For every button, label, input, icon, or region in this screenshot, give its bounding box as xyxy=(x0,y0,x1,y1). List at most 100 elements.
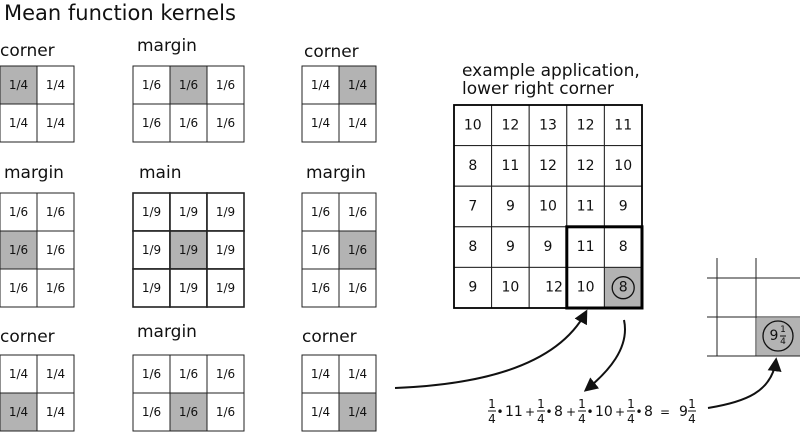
example-value: 7 xyxy=(468,199,477,215)
kernel-weight: 1/4 xyxy=(311,405,330,419)
kernel-weight: 1/6 xyxy=(142,78,161,92)
example-value: 9 xyxy=(506,199,515,215)
kernel-weight: 1/6 xyxy=(348,281,367,295)
arrow-to-result xyxy=(707,357,782,409)
example-value: 13 xyxy=(539,117,557,133)
kernel-label: main xyxy=(139,163,181,183)
example-value: 12 xyxy=(577,117,595,133)
kernel-label: margin xyxy=(137,322,197,342)
example-value: 9 xyxy=(468,280,477,296)
example-value: 12 xyxy=(545,280,563,296)
plus-sign: + xyxy=(525,405,535,419)
kernel-weight: 1/6 xyxy=(179,405,198,419)
example-cell xyxy=(528,145,568,187)
plus-sign: + xyxy=(566,405,576,419)
kernel-cell xyxy=(36,230,75,270)
example-cell xyxy=(491,145,530,187)
kernel-weight: 1/6 xyxy=(311,205,330,219)
example-cell xyxy=(603,104,643,147)
example-value: 10 xyxy=(501,280,519,296)
kernel-weight: 1/6 xyxy=(142,405,161,419)
fraction-denominator: 4 xyxy=(537,412,545,426)
example-cell xyxy=(491,226,530,268)
kernel-weight: 1/4 xyxy=(311,116,330,130)
kernel-weight: 1/6 xyxy=(179,367,198,381)
kernel-cell xyxy=(36,103,75,143)
kernel-weight: 1/6 xyxy=(9,205,28,219)
kernel-weight: 1/4 xyxy=(311,367,330,381)
kernel-label: corner xyxy=(0,41,55,61)
kernel-weight: 1/4 xyxy=(311,78,330,92)
kernel-cell xyxy=(301,230,340,270)
example-cell xyxy=(528,226,568,268)
kernel-weight: 1/6 xyxy=(142,116,161,130)
kernel-weight: 1/6 xyxy=(216,367,235,381)
example-value: 12 xyxy=(501,117,519,133)
kernel-weight: 1/6 xyxy=(46,243,65,257)
kernel-label: margin xyxy=(4,163,64,183)
example-caption-line2: lower right corner xyxy=(462,79,614,99)
fraction-numerator: 1 xyxy=(488,397,496,411)
fraction-numerator: 1 xyxy=(688,397,696,411)
kernel-cell xyxy=(169,103,208,143)
fraction-numerator: 1 xyxy=(578,397,586,411)
kernel-weight: 1/9 xyxy=(179,205,198,219)
kernel-weight: 1/9 xyxy=(216,205,235,219)
example-value: 11 xyxy=(501,158,519,174)
example-cell xyxy=(566,226,605,268)
kernel-cell xyxy=(206,268,245,308)
kernel-cell xyxy=(206,103,245,143)
plus-sign: + xyxy=(615,405,625,419)
fraction-denominator: 4 xyxy=(578,412,586,426)
kernel-weight: 1/4 xyxy=(46,367,65,381)
kernel-weight: 1/6 xyxy=(216,116,235,130)
kernel-cell xyxy=(338,268,377,308)
example-value: 10 xyxy=(614,158,632,174)
example-cell xyxy=(491,104,530,147)
kernel-weight: 1/9 xyxy=(142,205,161,219)
formula-value: 8 xyxy=(554,404,563,420)
example-value: 9 xyxy=(506,239,515,255)
kernel-weight: 1/6 xyxy=(46,205,65,219)
example-cell xyxy=(453,185,493,228)
kernel-cell xyxy=(0,268,38,308)
example-cell xyxy=(453,266,493,309)
kernel-cell xyxy=(338,103,377,143)
zoom-result-den: 4 xyxy=(780,337,786,347)
multiply-dot: • xyxy=(545,405,552,419)
fraction-numerator: 1 xyxy=(537,397,545,411)
example-caption-line1: example application, xyxy=(462,61,640,81)
kernel-cell xyxy=(169,268,208,308)
kernel-weight: 1/4 xyxy=(348,405,367,419)
kernel-weight: 1/6 xyxy=(9,243,28,257)
example-value: 11 xyxy=(577,199,595,215)
kernel-center-cell xyxy=(338,65,377,105)
example-cell xyxy=(603,185,643,228)
kernel-cell xyxy=(132,268,171,308)
fraction-numerator: 1 xyxy=(627,397,635,411)
kernel-weight: 1/6 xyxy=(46,281,65,295)
zoom-result-whole: 9 xyxy=(770,328,779,344)
kernel-cell xyxy=(206,65,245,105)
arrow-to-formula xyxy=(583,319,626,392)
kernel-cell xyxy=(36,392,75,432)
fraction-denominator: 4 xyxy=(627,412,635,426)
result-circle xyxy=(762,320,794,352)
kernel-weight: 1/9 xyxy=(179,281,198,295)
example-cell xyxy=(491,185,530,228)
example-value: 8 xyxy=(619,239,628,255)
example-cell xyxy=(528,266,568,309)
kernel-weight: 1/4 xyxy=(46,405,65,419)
kernel-weight: 1/6 xyxy=(179,78,198,92)
target-circle xyxy=(611,276,635,300)
example-value: 10 xyxy=(577,280,595,296)
